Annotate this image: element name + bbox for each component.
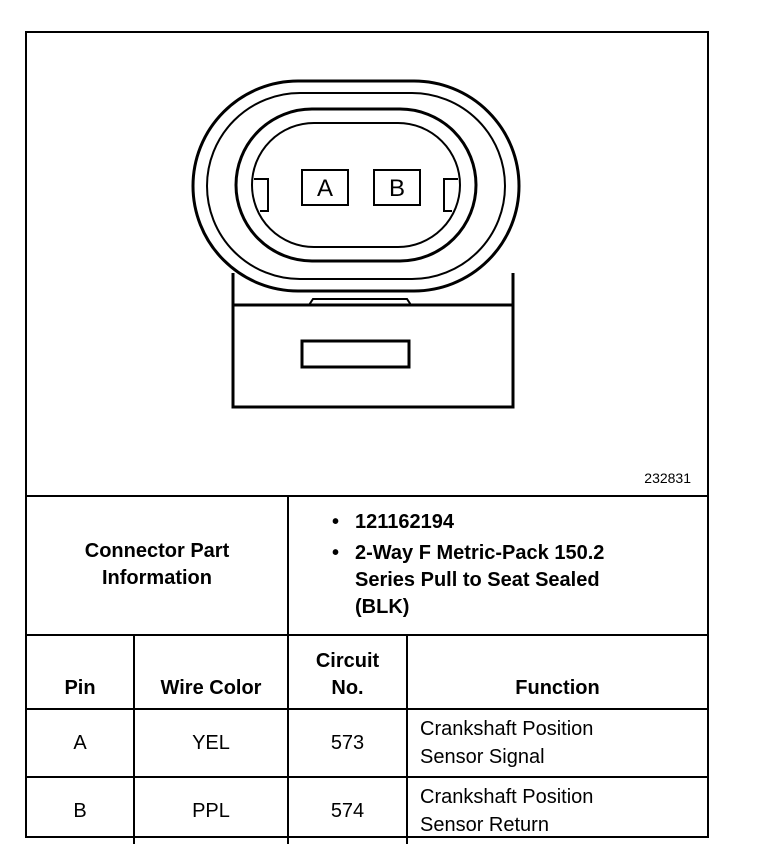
- locking-tab: [308, 298, 412, 306]
- cell-wire-color: PPL: [133, 776, 289, 844]
- cell-function: Crankshaft Position Sensor Signal: [406, 708, 707, 778]
- connector-base: [231, 305, 515, 409]
- connector-document: A B 232831 Connector Part Information 12…: [25, 31, 709, 844]
- connector-info-label: Connector Part Information: [84, 539, 230, 589]
- connector-info-row: Connector Part Information 121162194 2-W…: [27, 495, 707, 636]
- left-latch: [254, 178, 269, 212]
- pin-b-label: B: [389, 175, 405, 202]
- connector-figure: A B 232831: [27, 33, 707, 497]
- pin-b-box: [373, 169, 421, 206]
- cell-pin: A: [27, 708, 135, 778]
- header-wire-color: Wire Color: [133, 636, 289, 710]
- connector-cavity: [251, 122, 461, 248]
- header-circuit: Circuit No.: [287, 636, 408, 710]
- connector-description: 2-Way F Metric-Pack 150.2 Series Pull to…: [289, 540, 635, 621]
- lock-window: [300, 339, 411, 369]
- figure-id: 232831: [644, 470, 691, 486]
- right-latch: [443, 178, 458, 212]
- connector-shell-ridge: [206, 92, 506, 280]
- table-row: B PPL 574 Crankshaft Position Sensor Ret…: [27, 776, 707, 844]
- header-function: Function: [406, 636, 707, 710]
- part-number: 121162194: [289, 509, 635, 536]
- header-pin: Pin: [27, 636, 135, 710]
- cell-pin: B: [27, 776, 135, 844]
- table-row: A YEL 573 Crankshaft Position Sensor Sig…: [27, 708, 707, 778]
- cell-circuit: 573: [287, 708, 408, 778]
- cell-wire-color: YEL: [133, 708, 289, 778]
- pinout-table: Pin Wire Color Circuit No. Function A YE…: [27, 636, 707, 844]
- connector-outer-shell: [191, 79, 521, 293]
- connector-inner-ring: [234, 107, 478, 263]
- cell-function: Crankshaft Position Sensor Return: [406, 776, 707, 844]
- cell-circuit: 574: [287, 776, 408, 844]
- pin-a-label: A: [317, 175, 333, 202]
- connector-face-drawing: A B: [191, 79, 521, 409]
- table-header-row: Pin Wire Color Circuit No. Function: [27, 636, 707, 710]
- connector-info-list: 121162194 2-Way F Metric-Pack 150.2 Seri…: [289, 495, 707, 634]
- pin-a-box: [301, 169, 349, 206]
- connector-info-label-cell: Connector Part Information: [27, 495, 289, 634]
